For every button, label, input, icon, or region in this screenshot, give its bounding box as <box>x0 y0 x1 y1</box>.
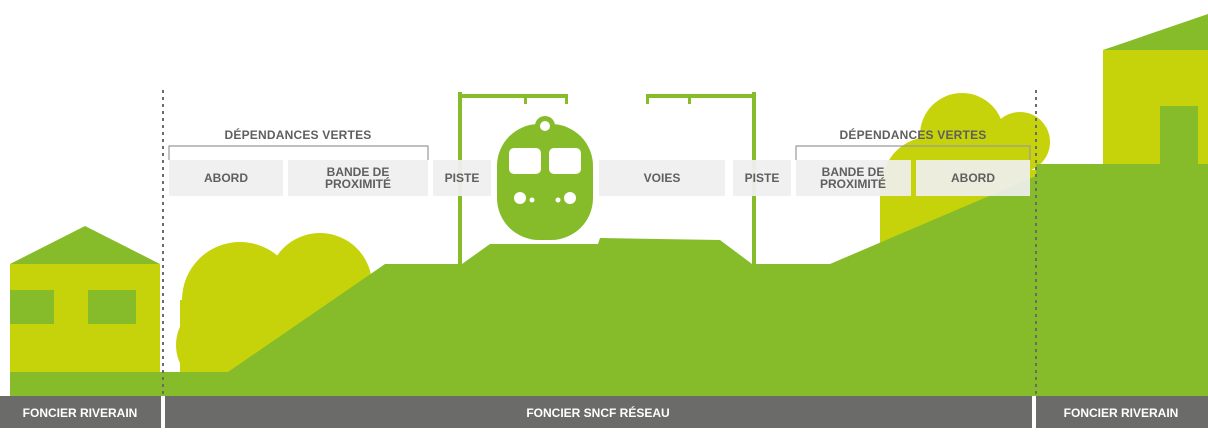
piste-right-label: PISTE <box>745 171 780 185</box>
abord-left-box <box>169 160 283 196</box>
bande-right-label-1: BANDE DE <box>822 165 885 179</box>
bande-right-label-2: PROXIMITÉ <box>820 176 886 191</box>
right-arm <box>646 94 756 98</box>
left-group-label: DÉPENDANCES VERTES <box>225 127 372 142</box>
right-house <box>1103 14 1208 180</box>
footer-left-label: FONCIER RIVERAIN <box>23 406 138 420</box>
ground-strip <box>163 372 1208 396</box>
abord-right-label: ABORD <box>951 171 995 185</box>
bande-left-label-1: BANDE DE <box>327 165 390 179</box>
headlight-left <box>514 192 526 204</box>
footer-divider-right <box>1032 396 1036 428</box>
piste-right-box <box>733 160 791 196</box>
bande-right-box <box>796 160 911 196</box>
train-window-left <box>509 148 541 174</box>
left-ground <box>10 372 163 396</box>
right-house-roof <box>1103 14 1208 50</box>
piste-left-box <box>433 160 491 196</box>
left-bracket <box>168 145 429 160</box>
footer-divider-left <box>161 396 165 428</box>
left-house-window-2 <box>88 290 136 324</box>
left-house <box>10 226 160 384</box>
bande-left-box <box>288 160 428 196</box>
ballast <box>462 238 752 264</box>
footer-center-label: FONCIER SNCF RÉSEAU <box>526 405 669 420</box>
footer-right-label: FONCIER RIVERAIN <box>1064 406 1179 420</box>
train <box>497 116 593 240</box>
headlight-right <box>564 192 576 204</box>
bande-left-label-2: PROXIMITÉ <box>325 176 391 191</box>
abord-right-box <box>916 160 1030 196</box>
voies-box <box>599 160 725 196</box>
footer-bar: FONCIER RIVERAIN FONCIER SNCF RÉSEAU FON… <box>0 396 1208 428</box>
train-body <box>497 124 593 240</box>
voies-label: VOIES <box>644 171 681 185</box>
embankment <box>163 176 1036 384</box>
abord-left-label: ABORD <box>204 171 248 185</box>
right-bracket <box>795 145 1031 160</box>
footer-background <box>0 396 1208 428</box>
right-ground <box>1036 164 1208 384</box>
zone-labels: ABORD BANDE DE PROXIMITÉ PISTE VOIES PIS… <box>169 160 1030 196</box>
left-arm <box>458 94 568 98</box>
right-group-label: DÉPENDANCES VERTES <box>840 127 987 142</box>
left-house-window-1 <box>10 290 54 324</box>
piste-left-label: PISTE <box>445 171 480 185</box>
train-window-right <box>549 148 581 174</box>
left-house-roof <box>10 226 160 264</box>
